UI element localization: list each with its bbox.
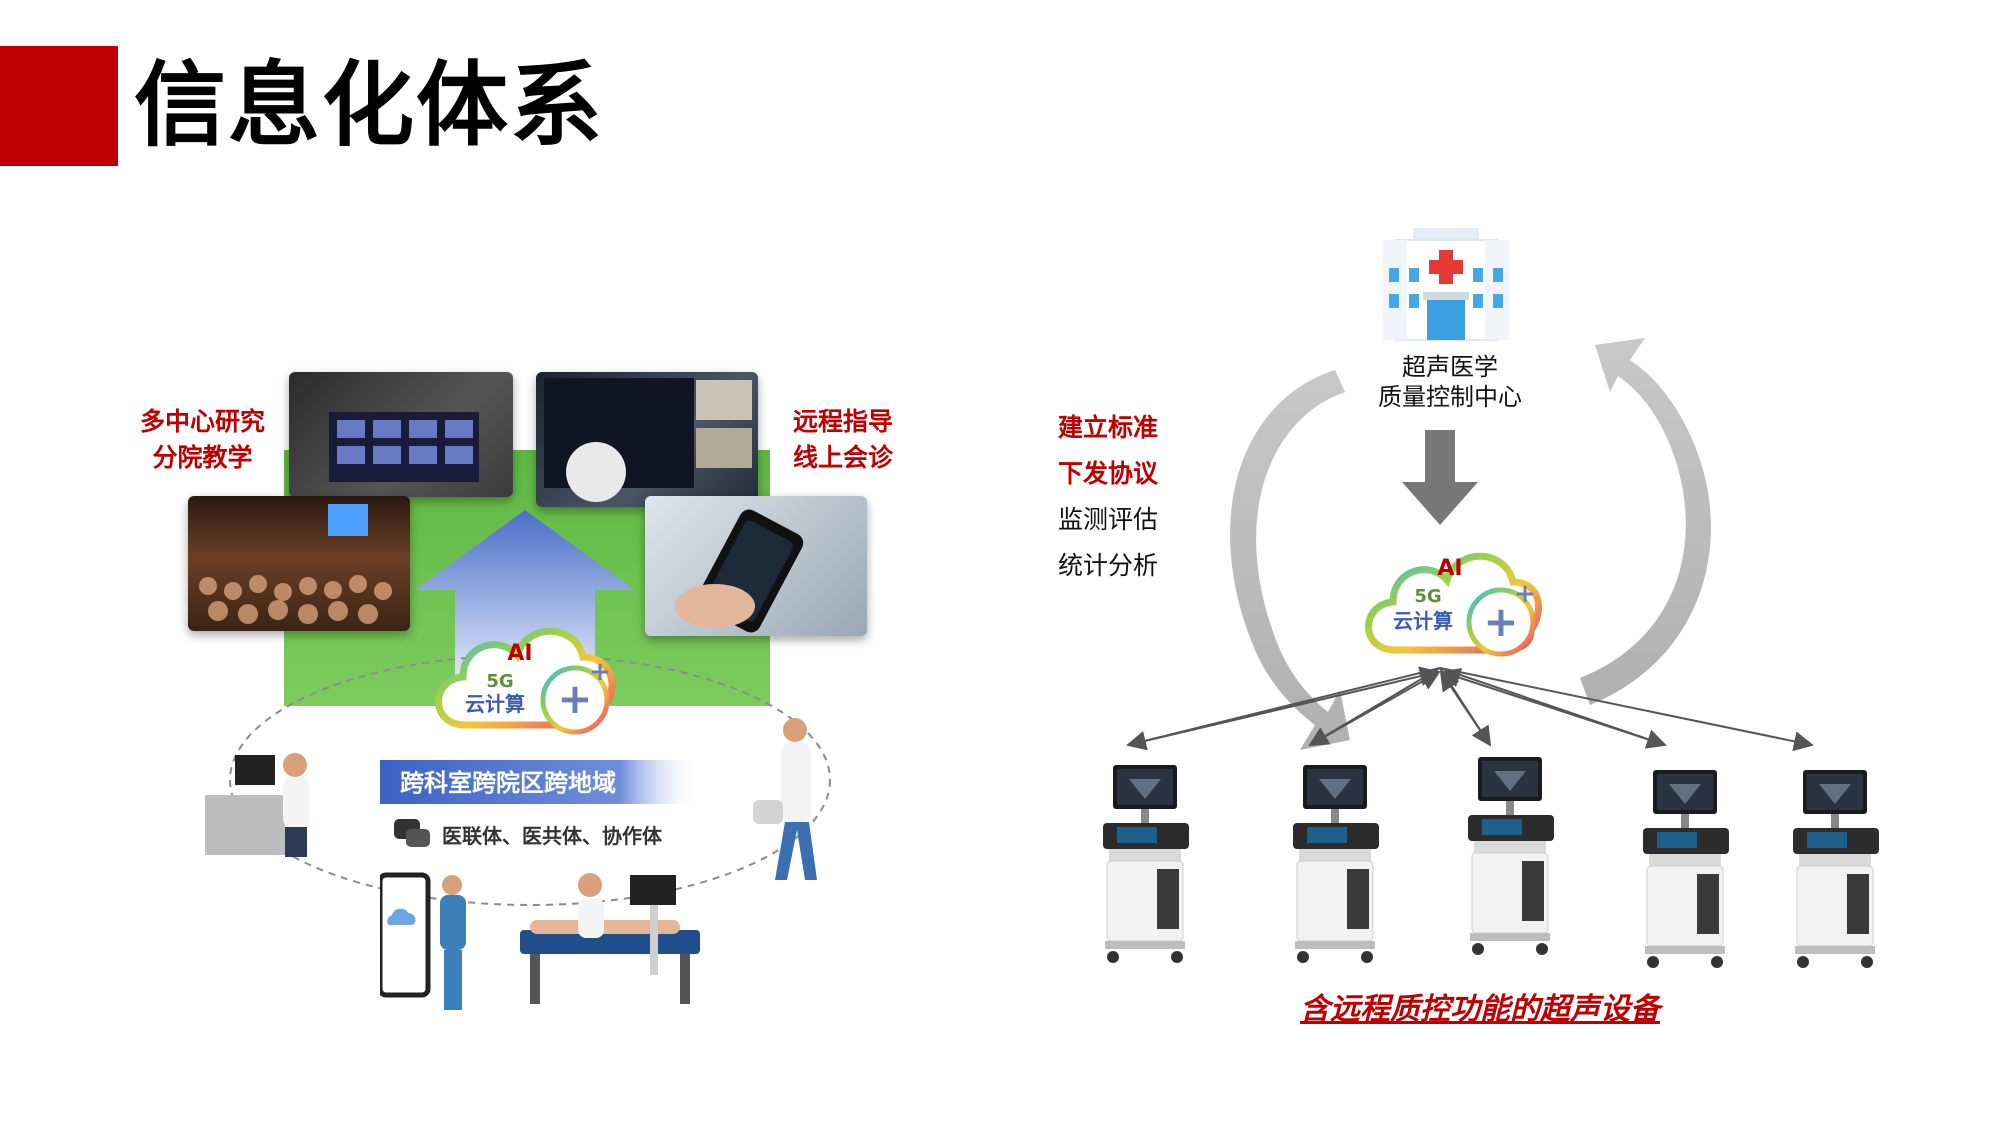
qc-center-label: 超声医学 质量控制中心: [1378, 353, 1522, 411]
photo-multicenter-meeting: [289, 372, 513, 497]
svg-text:+: +: [589, 657, 611, 687]
ultrasound-device: [1468, 757, 1554, 955]
qc-item-standard: 建立标准: [1058, 413, 1159, 442]
qc-item-statistics: 统计分析: [1058, 551, 1159, 580]
ultrasound-device: [1103, 765, 1189, 963]
label-remote: 远程指导 线上会诊: [793, 407, 894, 472]
hospital-icon: [1383, 228, 1509, 341]
distribution-arrows: [1126, 666, 1814, 752]
cross-domain-banner: 跨科室跨院区跨地域: [380, 760, 700, 804]
alliance-text: 医联体、医共体、协作体: [442, 824, 663, 848]
svg-text:+: +: [1514, 579, 1536, 609]
page-title: 信息化体系: [134, 52, 605, 159]
doctor-at-desk-figure: [205, 753, 309, 857]
title-accent-bar: [0, 46, 118, 166]
photo-online-consultation: [645, 496, 867, 636]
left-cloud-5g: 5G: [486, 671, 513, 692]
svg-text:+: +: [557, 674, 592, 723]
label-multicenter: 多中心研究 分院教学: [140, 407, 266, 472]
left-cloud-text: 云计算: [465, 692, 525, 716]
exam-bed-figure: [520, 873, 700, 1004]
right-cloud-text: 云计算: [1393, 609, 1453, 633]
photo-remote-guidance: [536, 372, 758, 507]
left-cycle-arrow: [1230, 370, 1350, 750]
device-caption: 含远程质控功能的超声设备: [1300, 992, 1660, 1027]
right-cloud-ai: AI: [1437, 556, 1462, 581]
qc-function-list: 建立标准 下发协议 监测评估 统计分析: [1058, 405, 1158, 589]
ultrasound-device: [1643, 770, 1729, 968]
qc-item-monitor: 监测评估: [1058, 505, 1159, 534]
alliance-row: 医联体、医共体、协作体: [394, 819, 663, 848]
ultrasound-device: [1293, 765, 1379, 963]
right-cloud: + + AI 5G 云计算: [1365, 552, 1543, 657]
left-cloud: + + AI 5G 云计算: [435, 627, 616, 735]
svg-text:+: +: [1483, 597, 1518, 646]
photo-branch-teaching: [188, 496, 410, 631]
down-arrow: [1402, 430, 1478, 525]
walking-doctor-figure: [753, 718, 817, 880]
qc-item-protocol: 下发协议: [1058, 459, 1159, 488]
chat-bubble-icon: [394, 819, 430, 847]
tablet-nurse-figure: [380, 872, 466, 1010]
ultrasound-device: [1793, 770, 1879, 968]
right-diagram: [1126, 338, 1814, 752]
right-cycle-arrow: [1580, 338, 1711, 705]
banner-text: 跨科室跨院区跨地域: [400, 769, 616, 797]
left-cloud-ai: AI: [507, 641, 532, 666]
right-cloud-5g: 5G: [1414, 586, 1441, 607]
